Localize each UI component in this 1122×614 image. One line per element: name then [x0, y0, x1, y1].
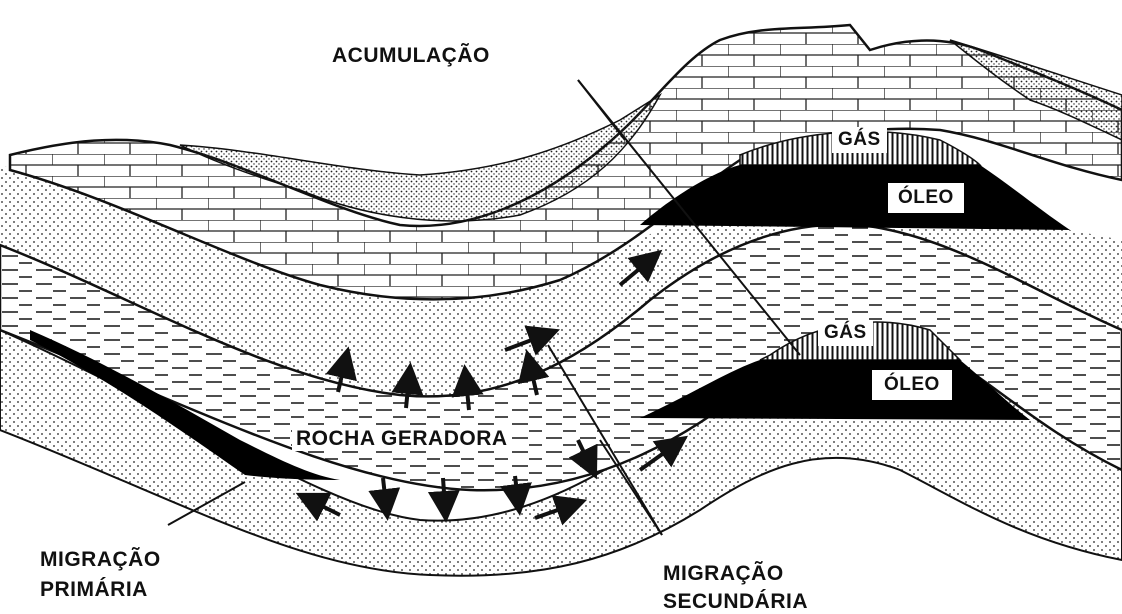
label-rocha-geradora: ROCHA GERADORA [292, 427, 512, 451]
label-oleo-lower: ÓLEO [872, 370, 952, 400]
label-gas-lower: GÁS [818, 320, 873, 346]
label-gas-upper: GÁS [832, 127, 887, 153]
label-oleo-upper: ÓLEO [888, 183, 964, 213]
label-migracao-secundaria-line1: MIGRAÇÃO [663, 562, 784, 586]
label-migracao-primaria-line2: PRIMÁRIA [40, 578, 148, 602]
label-migracao-secundaria-line2: SECUNDÁRIA [663, 590, 808, 614]
label-acumulacao: ACUMULAÇÃO [332, 44, 490, 68]
label-migracao-primaria-line1: MIGRAÇÃO [40, 548, 161, 572]
